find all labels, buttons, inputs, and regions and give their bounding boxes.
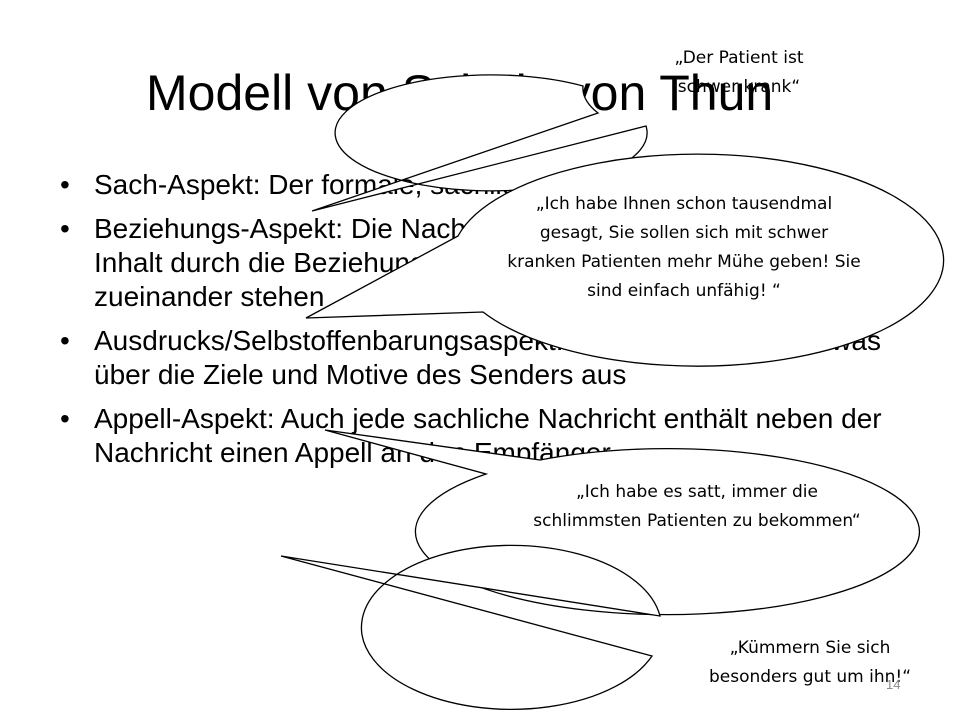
bullet-marker: • — [60, 213, 70, 244]
callout-selbst-text: „Ich habe es satt, immer die schlimmsten… — [533, 482, 861, 531]
callout-appell-shape — [280, 544, 661, 711]
bullet-appell-aspekt: • Appell-Aspekt: Auch jede sachliche Nac… — [60, 402, 940, 470]
bullet-marker: • — [60, 169, 70, 200]
callout-sach-text: „Der Patient ist schwer krank“ — [674, 48, 804, 97]
callout-appell-text: „Kümmern Sie sich besonders gut um ihn!“ — [708, 638, 912, 687]
bullet-text: Appell-Aspekt: Auch jede sachliche Nachr… — [94, 403, 882, 468]
page-number: 14 — [886, 677, 901, 692]
callout-beziehung-shape — [305, 153, 945, 367]
bullet-marker: • — [60, 325, 70, 356]
bullet-marker: • — [60, 403, 70, 434]
callout-beziehung-text: „Ich habe Ihnen schon tausendmal gesagt,… — [507, 194, 861, 301]
